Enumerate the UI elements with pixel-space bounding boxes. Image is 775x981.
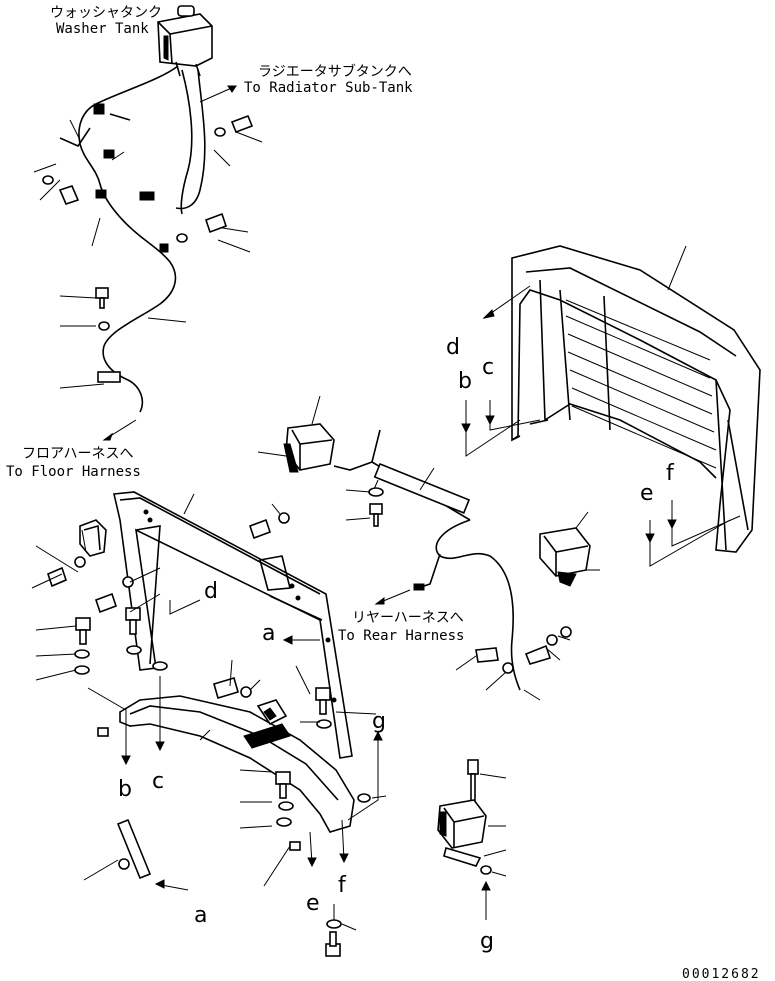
- ref-a-frame: a: [262, 621, 275, 646]
- bracket-left: [79, 519, 107, 557]
- ref-g-frame: g: [372, 709, 386, 734]
- ref-c-frame: c: [152, 769, 164, 794]
- radiator-jp-label: ラジエータサブタンクへ: [258, 63, 412, 80]
- ref-d-hood: d: [446, 335, 460, 360]
- floor-en-label: To Floor Harness: [6, 464, 141, 480]
- lamp-assembly: [437, 759, 507, 920]
- arrow-radiator: [199, 85, 237, 103]
- lamp-right: [539, 511, 600, 587]
- ref-c-hood: c: [482, 355, 494, 380]
- label-washer-tank: ウォッシャタンク Washer Tank: [50, 5, 162, 37]
- lamp-left: [257, 395, 335, 473]
- leader-lines-tr: [461, 245, 741, 567]
- washer-hose: [59, 65, 206, 413]
- ref-b-frame: b: [118, 777, 132, 802]
- ref-f-hood: f: [666, 461, 675, 486]
- radiator-en-label: To Radiator Sub-Tank: [244, 80, 413, 96]
- washer-tank-jp-label: ウォッシャタンク: [50, 5, 162, 21]
- left-ref-arrows: [87, 599, 383, 868]
- bolts-tl: [42, 114, 254, 331]
- ref-f-frame: f: [338, 873, 347, 898]
- label-radiator: ラジエータサブタンクへ To Radiator Sub-Tank: [244, 63, 413, 96]
- washer-tank: [157, 5, 213, 77]
- fasteners-left: [47, 512, 371, 851]
- center-harness: [333, 429, 521, 691]
- center-fasteners: [345, 487, 572, 701]
- washer-tank-en-label: Washer Tank: [56, 21, 149, 37]
- bottom-bolt: [325, 904, 357, 957]
- ref-e-frame: e: [306, 891, 320, 916]
- arrow-floor: [102, 419, 137, 441]
- lower-bar: [119, 695, 355, 833]
- floor-jp-label: フロアハーネスへ: [22, 446, 133, 462]
- stay-rod: [83, 818, 189, 891]
- arrow-rear: [374, 589, 411, 605]
- ref-e-hood: e: [640, 481, 654, 506]
- rear-jp-label: リヤーハーネスへ: [352, 610, 464, 626]
- ref-b-hood: b: [458, 369, 472, 394]
- rear-en-label: To Rear Harness: [338, 628, 464, 644]
- label-floor: フロアハーネスへ To Floor Harness: [6, 446, 141, 480]
- drawing-number: 00012682: [682, 967, 761, 981]
- hood-guard: [511, 245, 761, 553]
- ref-g-lamp: g: [480, 929, 494, 954]
- frame: [113, 491, 353, 759]
- leader-lines-left: [31, 493, 387, 887]
- leader-lines-tl: [33, 119, 263, 389]
- ref-d-frame: d: [204, 579, 218, 604]
- label-rear: リヤーハーネスへ To Rear Harness: [338, 610, 464, 644]
- ref-a-stay: a: [194, 903, 207, 928]
